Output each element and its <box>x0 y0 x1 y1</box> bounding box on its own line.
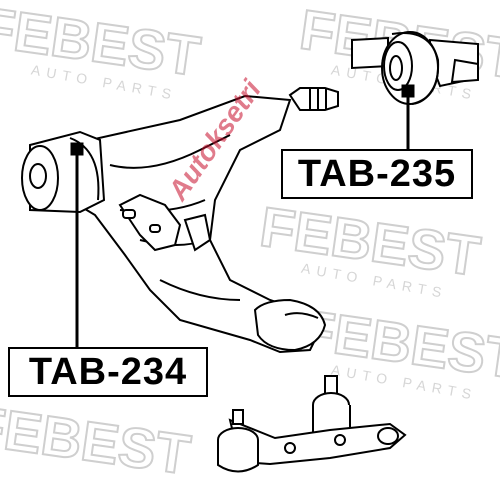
part-label-tab-234: TAB-234 <box>8 347 208 397</box>
brand-watermark: FEBEST <box>0 393 194 486</box>
control-arm-drawing <box>21 87 339 354</box>
bushing-235-drawing <box>351 31 479 105</box>
part-label-tab-235: TAB-235 <box>281 149 473 199</box>
ball-joint-drawing <box>217 375 407 473</box>
leader-lines <box>70 84 415 348</box>
